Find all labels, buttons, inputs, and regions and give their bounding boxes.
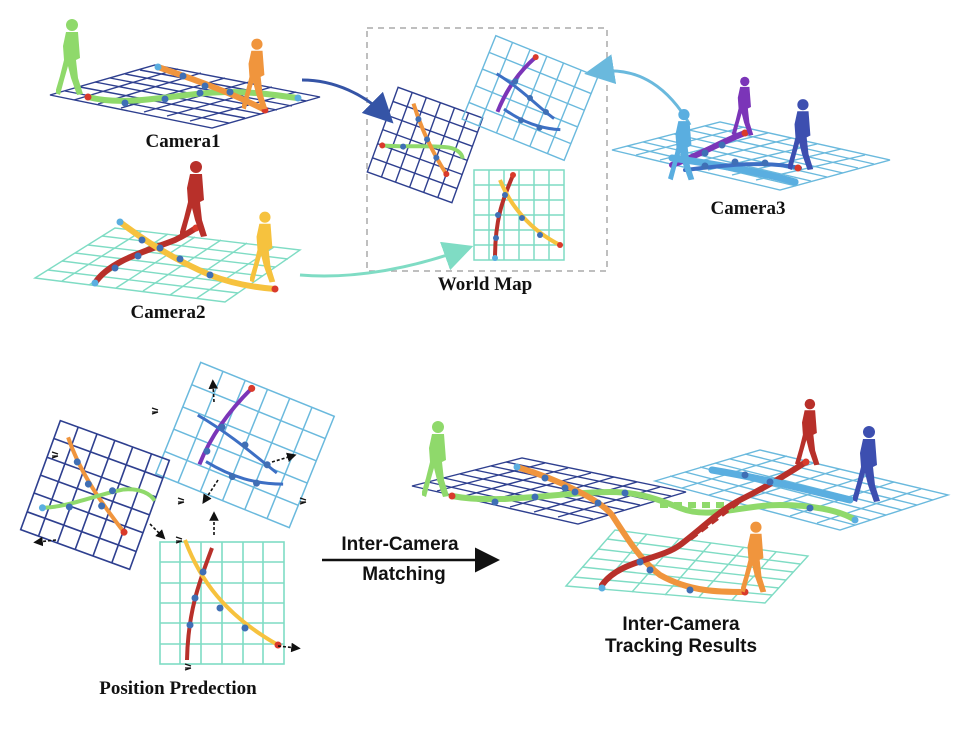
- predicted-direction-arrow-icon: [202, 479, 219, 505]
- predicted-direction-arrow-icon: [33, 536, 57, 547]
- arrow-camera2-to-world: [299, 241, 474, 278]
- world-map-grid-camera2: [473, 169, 565, 261]
- results-grid-camera1: [411, 457, 687, 525]
- matching-label-line2: Matching: [362, 564, 445, 585]
- walking-person-icon: [668, 108, 695, 181]
- results-nodes: [448, 458, 859, 596]
- predicted-direction-arrow-icon: [208, 379, 219, 403]
- prediction-grid-camera2: [159, 539, 285, 665]
- camera1-track-orange: [155, 64, 268, 113]
- world-map-grid-camera1: [366, 86, 484, 204]
- camera3-label: Camera3: [711, 198, 786, 219]
- camera2-label: Camera2: [131, 302, 206, 323]
- matching-label-line1: Inter-Camera: [341, 534, 459, 555]
- results-track-orange: [514, 464, 748, 595]
- camera3-track-blue: [683, 162, 802, 172]
- world-map-grid-camera3: [461, 34, 599, 162]
- arrow-camera1-to-world: [301, 78, 394, 124]
- walking-person-icon: [180, 161, 207, 237]
- position-prediction-label: Position Predection: [99, 678, 257, 699]
- predicted-direction-arrow-icon: [149, 523, 166, 540]
- prediction-grid-camera1: [19, 419, 171, 571]
- prediction-grid-camera3: [154, 361, 336, 529]
- world-map-label: World Map: [438, 274, 532, 295]
- walking-person-icon: [795, 398, 820, 466]
- results-track-red-dashed: [688, 497, 742, 541]
- walking-person-icon: [422, 421, 449, 497]
- camera3-nodes: [701, 129, 802, 186]
- results-label-line2: Tracking Results: [605, 636, 757, 657]
- walking-person-icon: [56, 19, 83, 95]
- camera1-label: Camera1: [146, 131, 221, 152]
- camera1-view: [49, 19, 321, 129]
- results-track-lightblue: [708, 466, 854, 504]
- walking-person-icon: [250, 211, 276, 283]
- predicted-direction-arrow-icon: [271, 452, 297, 463]
- arrow-camera3-to-world: [584, 54, 692, 126]
- camera2-nodes: [91, 218, 279, 293]
- camera2-view: [32, 161, 302, 303]
- feather-marks: [51, 407, 307, 671]
- predicted-direction-arrows: [33, 379, 301, 653]
- camera3-view: [611, 76, 891, 191]
- results-label-line1: Inter-Camera: [622, 614, 740, 635]
- predicted-direction-arrow-icon: [277, 642, 301, 653]
